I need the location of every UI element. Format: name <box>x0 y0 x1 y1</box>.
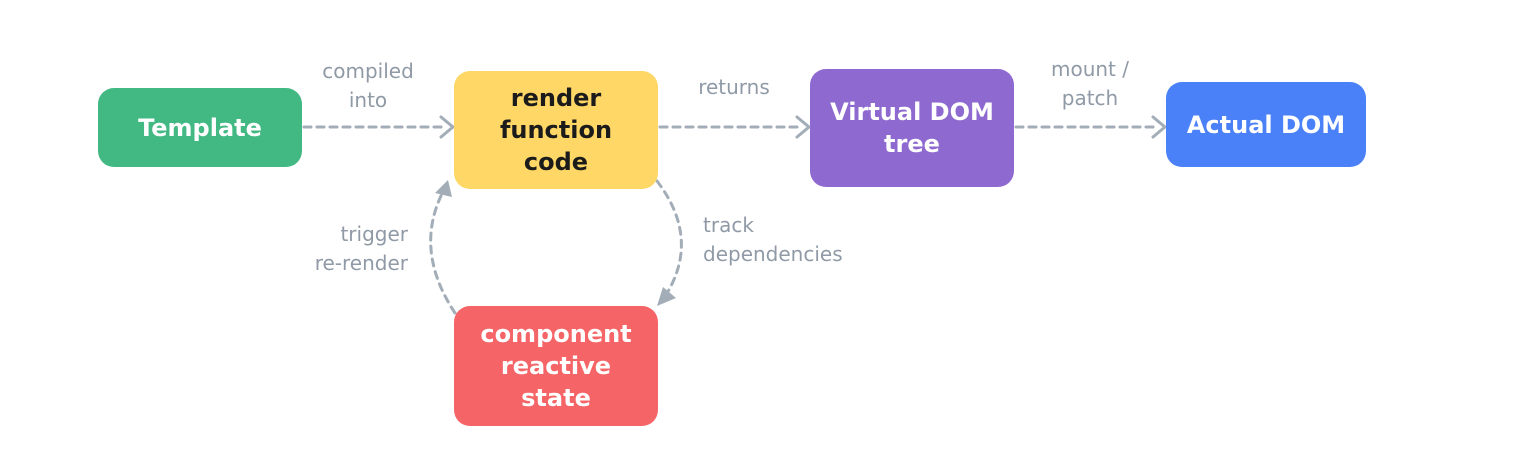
render-function-node: render function code <box>454 71 658 189</box>
template-node: Template <box>98 88 302 167</box>
render-function-node-label: render function code <box>499 84 613 176</box>
compiled-into-label: compiled into <box>322 59 414 112</box>
arrowhead-render <box>439 115 455 139</box>
virtual-dom-node-label: Virtual DOM tree <box>830 98 994 158</box>
arrow-state-to-render <box>429 186 457 315</box>
component-state-node-label: component reactive state <box>480 320 632 412</box>
track-dependencies-label: track dependencies <box>703 213 843 266</box>
actual-dom-node: Actual DOM <box>1166 82 1366 167</box>
actual-dom-node-label: Actual DOM <box>1186 110 1346 139</box>
component-state-node: component reactive state <box>454 306 658 426</box>
arrowhead-vdom <box>795 115 811 139</box>
arrowhead-render-return <box>435 180 452 197</box>
trigger-rerender-label: trigger re-render <box>314 222 408 275</box>
returns-label: returns <box>698 75 770 99</box>
virtual-dom-node: Virtual DOM tree <box>810 69 1014 187</box>
arrowhead-state <box>657 287 676 306</box>
arrowhead-actual <box>1151 115 1167 139</box>
arrow-render-to-state <box>655 179 683 300</box>
mount-patch-label: mount / patch <box>1050 57 1129 110</box>
template-node-label: Template <box>138 113 262 142</box>
